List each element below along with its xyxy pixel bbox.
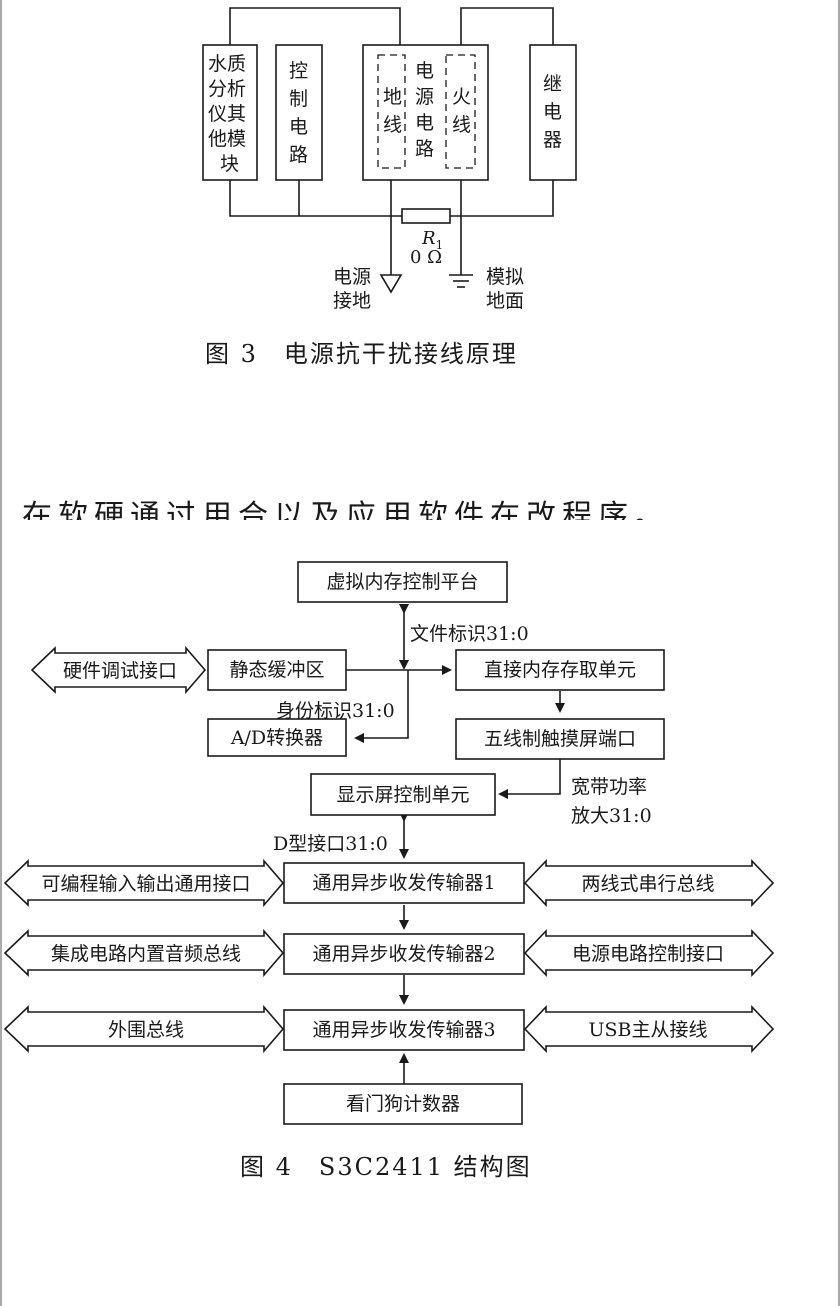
gpio-label: 可编程输入输出通用接口 [41, 873, 250, 895]
resistor-name: R1 [421, 228, 443, 252]
dma-label: 直接内存存取单元 [484, 659, 636, 681]
relay-box [529, 44, 577, 181]
virtual-memory-label: 虚拟内存控制平台 [326, 571, 478, 593]
uart3-box [283, 1009, 525, 1051]
adc-box [207, 718, 347, 757]
static-buffer-box [207, 649, 347, 691]
bandwidth-label-2: 放大31:0 [571, 805, 652, 827]
iic-label: 两线式串行总线 [581, 873, 714, 895]
resistor-value: 0 Ω [410, 247, 442, 268]
iis-label: 集成电路内置音频总线 [51, 943, 241, 965]
water-analysis-module-label: 水质 分析 仪其 他模 块 [208, 53, 252, 175]
peripheral-bus-arrow [3, 1004, 285, 1054]
analog-ground-label-1: 模拟 [486, 266, 524, 288]
gpio-arrow [3, 858, 285, 908]
dma-box [455, 649, 665, 691]
lcd-control-label: 显示屏控制单元 [336, 784, 469, 806]
uart2-box [283, 933, 525, 975]
live-line-label: 火 线 [452, 86, 477, 136]
power-control-label: 电源电路控制接口 [572, 943, 724, 965]
usb-label: USB主从接线 [589, 1019, 708, 1041]
power-circuit-box [362, 44, 489, 181]
figure-3: R1 0 Ω 电源 接地 模拟 地面 水质 分析 仪其 他模 块 控 制 电 路 [202, 7, 577, 368]
uart1-label: 通用异步收发传输器1 [312, 872, 495, 894]
power-ground-label-1: 电源 [333, 266, 371, 288]
adc-label: A/D转换器 [230, 727, 323, 749]
figure-4: 文件标识31:0 身份标识31:0 宽带功率 放大31:0 D型接口31:0 虚… [3, 561, 775, 1181]
analog-ground-label-2: 地面 [486, 290, 524, 312]
bottom-wire-left [229, 180, 402, 217]
top-wire-left [229, 7, 401, 45]
file-id-label: 文件标识31:0 [410, 623, 529, 645]
identity-label: 身份标识31:0 [276, 700, 395, 722]
hw-debug-label: 硬件调试接口 [63, 660, 177, 682]
bandwidth-label-1: 宽带功率 [571, 776, 647, 798]
power-ground-label-2: 接地 [333, 290, 371, 312]
touch-port-label: 五线制触摸屏端口 [484, 728, 636, 750]
to-adc-arrow [354, 670, 409, 743]
ground-line-dashed-box [377, 54, 406, 169]
resistor-r1 [401, 208, 451, 224]
figure-4-caption: 图 4 S3C2411 结构图 [240, 1153, 532, 1181]
iis-arrow [3, 928, 285, 978]
watchdog-box [283, 1083, 523, 1125]
touch-to-lcd-arrow [498, 759, 561, 799]
iic-arrow [523, 859, 775, 907]
bottom-wire-right [450, 180, 554, 217]
figure-3-caption: 图 3 电源抗干扰接线原理 [205, 340, 518, 368]
power-circuit-label: 电 源 电 路 [415, 60, 440, 160]
cut-text-clip: 在软硬通过用合以及应用软件在改程序。 [22, 499, 670, 534]
control-circuit-box [275, 44, 323, 181]
control-circuit-label: 控 制 电 路 [289, 60, 314, 166]
peripheral-bus-label: 外围总线 [108, 1019, 184, 1041]
d-port-label: D型接口31:0 [273, 833, 388, 855]
static-buffer-label: 静态缓冲区 [229, 659, 324, 681]
cut-off-text-line: 在软硬通过用合以及应用软件在改程序。 [22, 499, 670, 534]
watchdog-label: 看门狗计数器 [346, 1093, 460, 1115]
water-analysis-module-box [202, 44, 258, 181]
live-line-dashed-box [445, 54, 476, 169]
relay-label: 继 电 器 [543, 73, 568, 151]
uart3-label: 通用异步收发传输器3 [312, 1019, 495, 1041]
lcd-control-box [310, 773, 496, 816]
power-control-arrow [523, 929, 775, 977]
power-ground-symbol [379, 274, 403, 294]
uart2-label: 通用异步收发传输器2 [312, 943, 495, 965]
hw-debug-arrow [30, 645, 207, 695]
usb-arrow [523, 1005, 775, 1053]
virtual-memory-box [297, 561, 508, 603]
touch-port-box [455, 718, 665, 760]
top-wire-right [460, 7, 554, 45]
ground-line-label: 地 线 [383, 86, 408, 136]
